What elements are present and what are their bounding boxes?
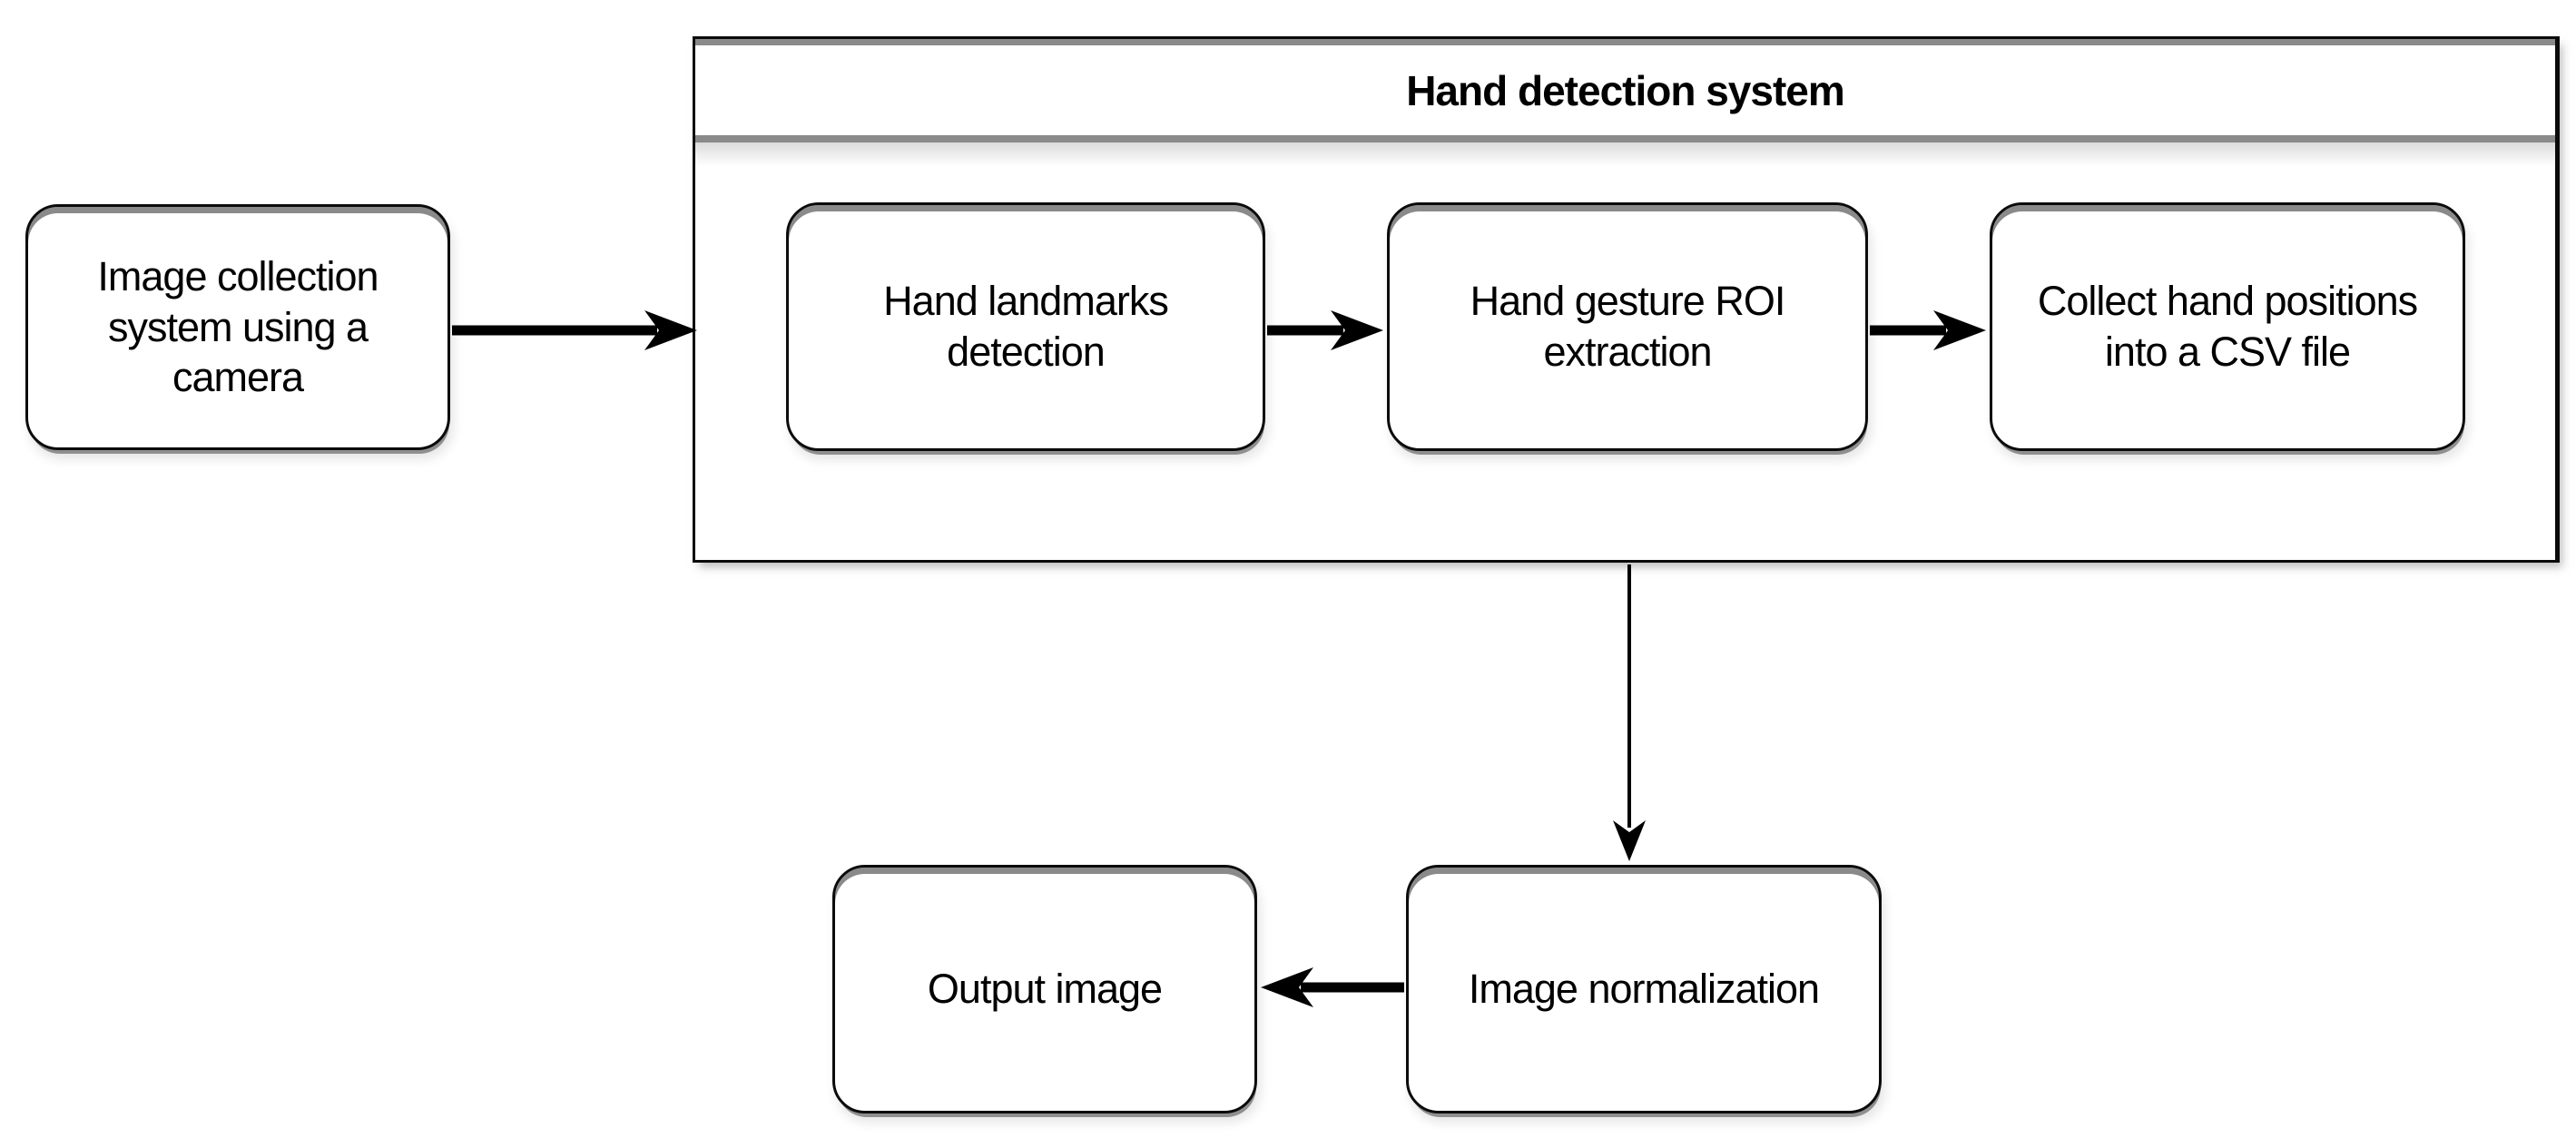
node-image-collection-label: Image collection system using a camera	[97, 252, 379, 401]
node-hand-gesture-roi-extraction: Hand gesture ROI extraction	[1387, 202, 1868, 451]
node-image-normalization: Image normalization	[1406, 865, 1882, 1113]
arrow-hand-detection-to-image-normalization	[1613, 564, 1646, 861]
group-body	[695, 142, 2555, 560]
node-hand-gesture-roi-extraction-label: Hand gesture ROI extraction	[1470, 278, 1786, 375]
group-title: Hand detection system	[1406, 66, 1845, 114]
node-output-image: Output image	[832, 865, 1257, 1113]
arrow-image-collection-to-hand-detection	[452, 310, 697, 350]
group-title-bar: Hand detection system	[695, 39, 2555, 142]
node-image-collection: Image collection system using a camera	[25, 204, 450, 450]
node-collect-hand-positions-label: Collect hand positions into a CSV file	[2037, 278, 2418, 375]
node-collect-hand-positions: Collect hand positions into a CSV file	[1990, 202, 2465, 451]
arrow-image-normalization-to-output-image	[1261, 967, 1404, 1007]
node-hand-landmarks-detection-label: Hand landmarks detection	[883, 278, 1169, 375]
node-output-image-label: Output image	[927, 966, 1163, 1013]
node-hand-landmarks-detection: Hand landmarks detection	[786, 202, 1265, 451]
node-image-normalization-label: Image normalization	[1468, 966, 1820, 1013]
